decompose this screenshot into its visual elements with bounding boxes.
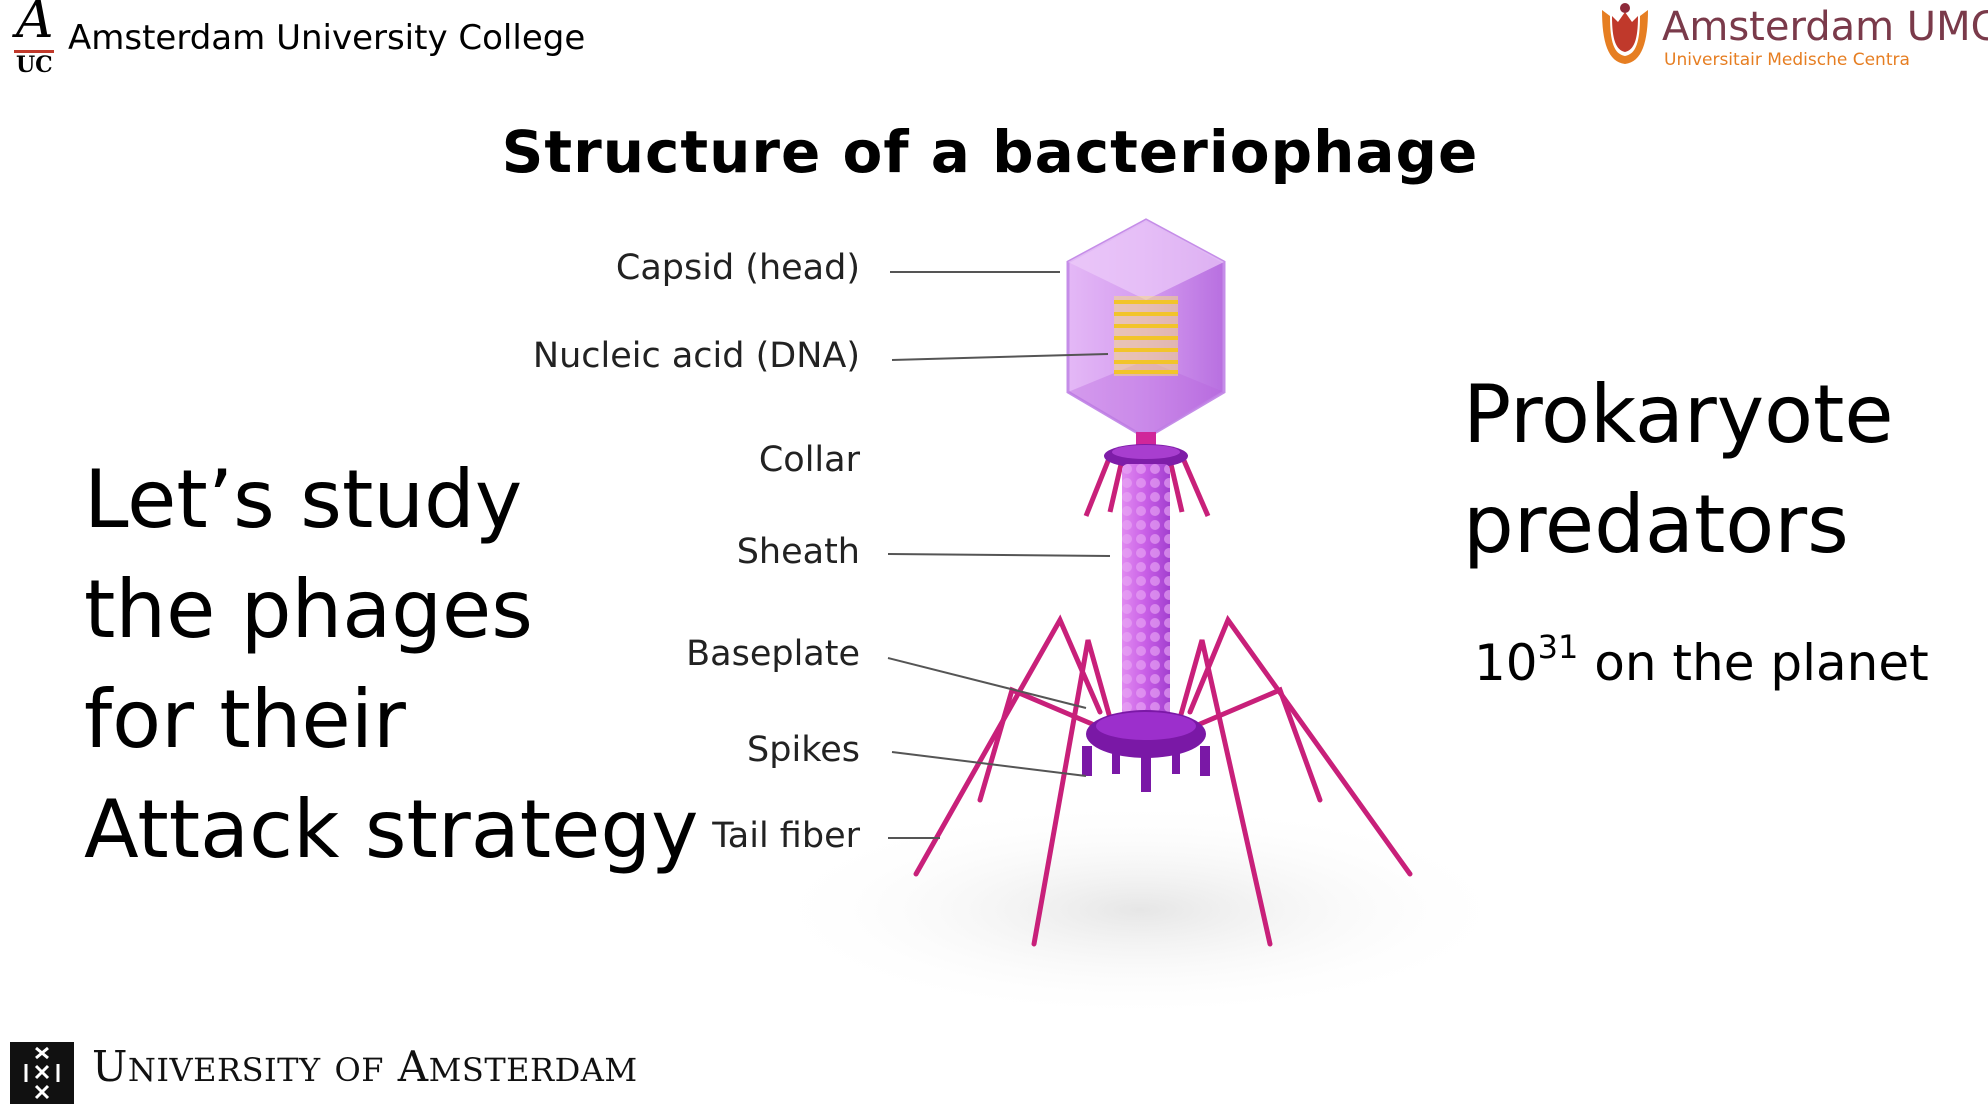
dna-leader: [891, 353, 1109, 361]
phage-count: 1031 on the planet: [1474, 628, 1929, 692]
diagram-title: Structure of a bacteriophage: [501, 118, 1479, 186]
uva-name: UNIVERSITY OF AMSTERDAM: [92, 1042, 638, 1091]
uva-shield-icon: [10, 1042, 74, 1104]
auc-logo-letter: A: [16, 0, 54, 50]
spikes-leader: [891, 751, 1087, 777]
tail-fiber-label: Tail fiber: [712, 816, 860, 856]
capsid-label: Capsid (head): [615, 248, 860, 288]
spikes-label: Spikes: [747, 730, 860, 770]
right-heading: Prokaryote predators: [1463, 360, 1894, 580]
collar-label: Collar: [758, 440, 860, 480]
baseplate-leader: [887, 657, 1087, 709]
left-text-line-1: Let’s study: [84, 453, 523, 546]
baseplate-shape: [1086, 710, 1206, 758]
auc-name: Amsterdam University College: [68, 18, 586, 58]
count-base: 10: [1474, 634, 1538, 692]
umc-tulip-icon: [1602, 3, 1648, 64]
sheath-shape: [1122, 464, 1170, 720]
count-suffix: on the planet: [1578, 634, 1929, 692]
collar-whiskers: [1083, 455, 1211, 517]
auc-logo-mark: A UC: [12, 0, 60, 80]
left-text-line-2: the phages: [84, 563, 533, 656]
left-text-line-4: Attack strategy: [84, 783, 699, 876]
uva-logo: UNIVERSITY OF AMSTERDAM: [10, 1040, 650, 1104]
auc-logo: A UC Amsterdam University College: [12, 0, 652, 80]
right-heading-line-1: Prokaryote: [1463, 368, 1894, 461]
sheath-leader: [887, 553, 1111, 557]
left-text-block: Let’s study the phages for their Attack …: [84, 445, 699, 885]
umc-name: Amsterdam UMC: [1662, 4, 1988, 50]
dna-shape: [1114, 296, 1178, 376]
count-exponent: 31: [1537, 628, 1579, 666]
sheath-label: Sheath: [736, 532, 860, 572]
ground-shadow: [760, 800, 1520, 1020]
baseplate-label: Baseplate: [686, 634, 860, 674]
nucleic-acid-label: Nucleic acid (DNA): [532, 336, 860, 376]
umc-logo: Amsterdam UMC Universitair Medische Cent…: [1588, 0, 1988, 80]
right-heading-line-2: predators: [1463, 478, 1849, 571]
left-text-line-3: for their: [84, 673, 406, 766]
leader-lines: [887, 271, 1111, 839]
spikes-shape: [1082, 746, 1210, 792]
auc-logo-sub: UC: [16, 52, 53, 78]
umc-subtitle: Universitair Medische Centra: [1664, 50, 1910, 70]
